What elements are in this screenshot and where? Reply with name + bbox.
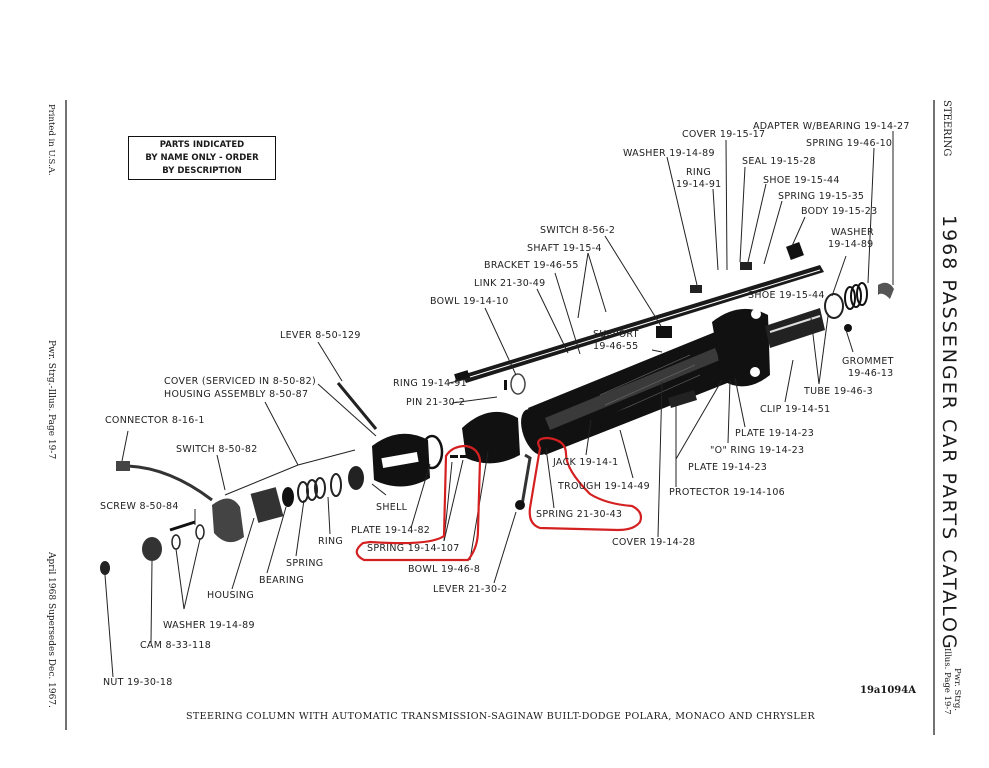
label-lever-top: LEVER 8-50-129 [280,330,361,341]
label-support-2: 19-46-55 [593,341,639,352]
revision-date: April 1968 Supersedes Dec. 1967. [46,552,56,708]
left-page-ref: Pwr. Strg.-Illus. Page 19-7 [46,340,56,460]
catalog-title: 1968 PASSENGER CAR PARTS CATALOG [938,215,960,651]
label-spring-small: SPRING [286,558,324,569]
label-support-1: SUPPORT [593,329,639,340]
label-screw: SCREW 8-50-84 [100,501,179,512]
label-bearing: BEARING [259,575,304,586]
label-pin: PIN 21-30-2 [406,397,466,408]
label-nut: NUT 19-30-18 [103,677,173,688]
figure-caption: STEERING COLUMN WITH AUTOMATIC TRANSMISS… [186,711,816,722]
label-cover-bottom: COVER 19-14-28 [612,537,696,548]
label-shell: SHELL [376,502,408,513]
label-adapter: ADAPTER W/BEARING 19-14-27 [753,121,910,132]
label-tube: TUBE 19-46-3 [804,386,873,397]
label-washer-right-1: WASHER [831,227,874,238]
notice-box: PARTS INDICATED BY NAME ONLY - ORDER BY … [128,136,276,180]
column-jacket [521,308,825,455]
label-switch-8-56-2: SWITCH 8-56-2 [540,225,616,236]
label-trough: TROUGH 19-14-49 [558,481,650,492]
notice-line: PARTS INDICATED [159,140,245,150]
right-page-ref-2: Illus. Page 19-7 [942,648,952,715]
upper-end-parts [656,242,894,338]
label-connector: CONNECTOR 8-16-1 [105,415,205,426]
label-grommet-1: GROMMET [842,356,894,367]
label-switch-8-50-82: SWITCH 8-50-82 [176,444,258,455]
label-spring-19-14-107: SPRING 19-14-107 [367,543,460,554]
notice-line: BY NAME ONLY - ORDER [145,153,259,163]
label-housing: HOUSING [207,590,254,601]
section-title: STEERING [941,100,952,157]
label-shoe-mid: SHOE 19-15-44 [748,290,825,301]
label-bowl-top: BOWL 19-14-10 [430,296,509,307]
label-plate-2: PLATE 19-14-23 [688,462,768,473]
label-shaft: SHAFT 19-15-4 [527,243,602,254]
label-link: LINK 21-30-49 [474,278,546,289]
label-ring-top-1: RING [686,167,712,178]
printed-in-text: Printed in U.S.A. [46,104,56,176]
label-cam: CAM 8-33-118 [140,640,212,651]
right-page-ref-1: Pwr. Strg. [952,668,962,711]
label-spring-19-46-10: SPRING 19-46-10 [806,138,893,149]
label-protector: PROTECTOR 19-14-106 [669,487,786,498]
leader-lines [104,131,894,678]
label-spring-21-30-43: SPRING 21-30-43 [536,509,623,520]
label-jack: JACK 19-14-1 [553,457,619,468]
label-body: BODY 19-15-23 [801,206,878,217]
label-washer-bottom: WASHER 19-14-89 [163,620,255,631]
label-o-ring: "O" RING 19-14-23 [710,445,805,456]
label-ring-mid: RING 19-14-91 [393,378,467,389]
figure-id: 19a1094A [860,685,916,696]
highlight-spring-21-30-43 [528,436,643,532]
label-cover-serviced: COVER (SERVICED IN 8-50-82) [164,376,316,387]
highlight-spring-19-14-107 [355,444,482,562]
label-seal: SEAL 19-15-28 [742,156,816,167]
label-bracket: BRACKET 19-46-55 [484,260,579,271]
label-bowl-bottom: BOWL 19-46-8 [408,564,481,575]
label-cover-top: COVER 19-15-17 [682,129,766,140]
label-shoe-top: SHOE 19-15-44 [763,175,840,186]
label-plate-1: PLATE 19-14-23 [735,428,815,439]
label-spring-19-15-35: SPRING 19-15-35 [778,191,865,202]
label-washer-top: WASHER 19-14-89 [623,148,715,159]
label-housing-assembly: HOUSING ASSEMBLY 8-50-87 [164,389,309,400]
label-grommet-2: 19-46-13 [848,368,894,379]
label-plate-19-14-82: PLATE 19-14-82 [351,525,431,536]
label-washer-right-2: 19-14-89 [828,239,874,250]
label-clip: CLIP 19-14-51 [760,404,831,415]
label-ring-small: RING [318,536,344,547]
label-ring-top-2: 19-14-91 [676,179,722,190]
notice-line: BY DESCRIPTION [162,166,242,176]
label-lever-bottom: LEVER 21-30-2 [433,584,508,595]
